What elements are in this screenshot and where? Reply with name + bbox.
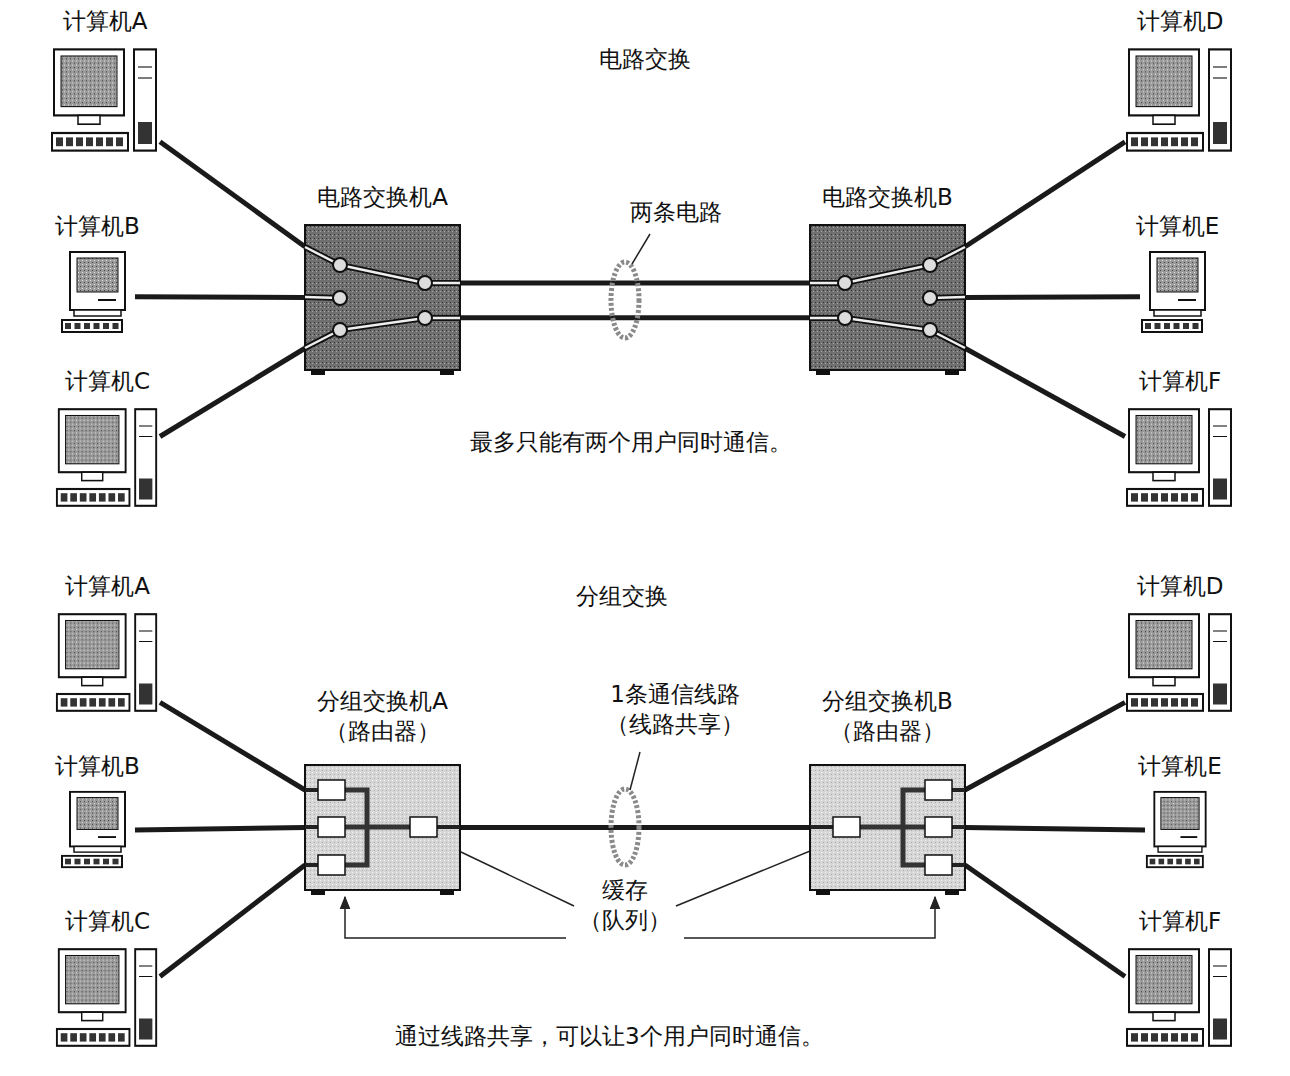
computer-icon: 计算机A (55, 610, 160, 715)
link-line (135, 828, 305, 831)
computer-icon: 计算机F (1125, 405, 1235, 510)
computer-icon: 计算机E (1140, 250, 1215, 335)
computer-icon: 计算机B (60, 790, 135, 870)
node-label: 计算机C (65, 907, 150, 937)
packet-switch-router: 分组交换机B （路由器） (810, 765, 965, 890)
node-label: 电路交换机B (822, 183, 953, 213)
node-label: 分组交换机B （路由器） (808, 687, 968, 747)
pc-drawing (50, 45, 160, 155)
link-line (965, 142, 1125, 247)
mac-drawing (60, 250, 135, 335)
node-label: 计算机A (63, 7, 148, 37)
pc-drawing (1125, 945, 1235, 1050)
psw-drawing (305, 765, 460, 890)
note-label: 通过线路共享，可以让3个用户同时通信。 (395, 1022, 824, 1052)
computer-icon: 计算机A (50, 45, 160, 155)
node-label: 计算机A (65, 572, 150, 602)
link-line (460, 825, 810, 830)
link-line (160, 865, 305, 977)
link-line (965, 348, 1125, 436)
mac-drawing (60, 790, 135, 870)
section-heading: 电路交换 (599, 45, 691, 75)
computer-icon: 计算机D (1125, 610, 1235, 715)
link-line (160, 348, 305, 436)
node-label: 计算机E (1138, 752, 1222, 782)
computer-icon: 计算机C (55, 405, 160, 510)
mac-drawing (1140, 250, 1215, 335)
leader-line (632, 234, 650, 264)
node-label: 计算机E (1136, 212, 1220, 242)
node-label: 计算机C (65, 367, 150, 397)
bundle-ring (611, 262, 639, 338)
computer-icon: 计算机C (55, 945, 160, 1050)
pc-drawing (55, 610, 160, 715)
csw-drawing (810, 225, 965, 370)
node-label: 计算机D (1137, 572, 1224, 602)
packet-switch-router: 分组交换机A （路由器） (305, 765, 460, 890)
link-line (460, 315, 810, 320)
pc-drawing (1125, 610, 1235, 715)
pc-drawing (55, 945, 160, 1050)
csw-drawing (305, 225, 460, 370)
pc-drawing (1125, 405, 1235, 510)
link-line (965, 294, 1140, 300)
note-label: 两条电路 (630, 198, 722, 228)
note-label: 缓存 （队列） (570, 876, 680, 936)
section-heading: 分组交换 (576, 582, 668, 612)
computer-icon: 计算机B (60, 250, 135, 335)
leader-line (630, 752, 640, 790)
circuit-switch: 电路交换机A (305, 225, 460, 370)
computer-icon: 计算机F (1125, 945, 1235, 1050)
buffer-bracket (345, 897, 566, 938)
buffer-arrow (676, 842, 832, 906)
computer-icon: 计算机E (1145, 790, 1215, 870)
mac-drawing (1145, 790, 1215, 870)
node-label: 电路交换机A (317, 183, 448, 213)
circuit-switch: 电路交换机B (810, 225, 965, 370)
bundle-ring (611, 789, 639, 865)
note-label: 最多只能有两个用户同时通信。 (470, 428, 792, 458)
computer-icon: 计算机D (1125, 45, 1235, 155)
link-line (965, 828, 1145, 831)
link-line (965, 702, 1125, 790)
node-label: 分组交换机A （路由器） (303, 687, 463, 747)
note-label: 1条通信线路 （线路共享） (590, 680, 760, 740)
node-label: 计算机D (1137, 7, 1224, 37)
node-label: 计算机B (55, 212, 140, 242)
node-label: 计算机F (1139, 907, 1221, 937)
link-line (135, 294, 305, 300)
node-label: 计算机F (1139, 367, 1221, 397)
link-line (965, 865, 1125, 977)
pc-drawing (55, 405, 160, 510)
psw-drawing (810, 765, 965, 890)
buffer-bracket (684, 897, 935, 938)
pc-drawing (1125, 45, 1235, 155)
node-label: 计算机B (55, 752, 140, 782)
link-line (160, 142, 305, 247)
link-line (160, 702, 305, 790)
